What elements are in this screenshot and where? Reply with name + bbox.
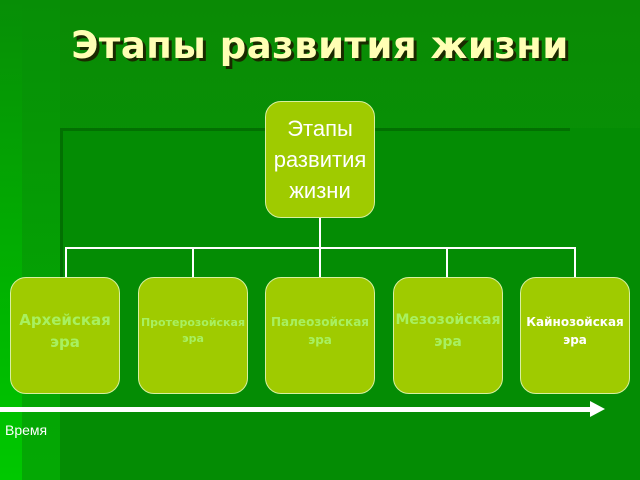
era-node-label: Палеозойская: [271, 314, 369, 329]
era-node-label: эра: [308, 332, 332, 347]
era-node-cenozoic[interactable]: Кайнозойская эра: [520, 277, 630, 394]
background-strip-mid: [22, 0, 60, 480]
root-node-line: Этапы: [287, 116, 353, 141]
era-node-label: Мезозойская: [395, 311, 501, 328]
era-node-label: эра: [50, 332, 80, 351]
connector-era-4: [446, 247, 448, 278]
era-node-label: эра: [182, 331, 204, 345]
timeline-label: Время: [5, 422, 48, 438]
arrow-right-icon: [590, 401, 605, 417]
slide-title: Этапы развития жизни: [71, 24, 569, 67]
era-node-label: Протерозойская: [140, 315, 246, 329]
era-node-paleozoic[interactable]: Палеозойская эра: [265, 277, 375, 394]
era-node-proterozoic[interactable]: Протерозойская эра: [138, 277, 248, 394]
timeline-arrow-shaft: [0, 407, 592, 412]
background-panel-edge-left: [60, 128, 63, 278]
root-node[interactable]: Этапы развития жизни: [265, 101, 375, 218]
era-node-label: Кайнозойская: [526, 314, 624, 329]
era-node-archean[interactable]: Архейская эра: [10, 277, 120, 394]
root-node-line: развития: [273, 147, 367, 172]
era-node-mesozoic[interactable]: Мезозойская эра: [393, 277, 503, 394]
connector-era-1: [65, 247, 67, 278]
connector-root-down: [319, 218, 321, 249]
era-node-label: Архейская: [19, 310, 111, 329]
connector-era-5: [574, 247, 576, 278]
root-node-line: жизни: [289, 178, 351, 203]
era-node-label: эра: [434, 333, 462, 350]
era-node-label: эра: [563, 332, 587, 347]
connector-era-3: [319, 247, 321, 278]
connector-era-2: [192, 247, 194, 278]
